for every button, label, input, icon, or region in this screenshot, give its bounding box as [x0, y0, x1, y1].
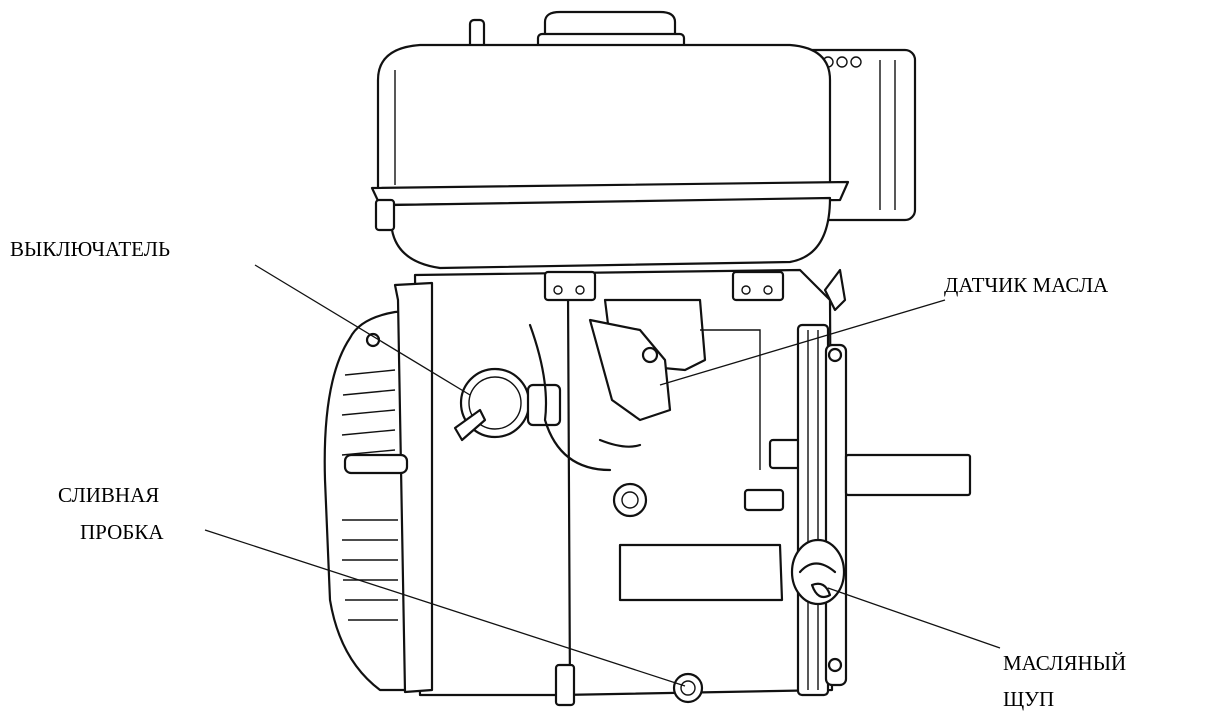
output-shaft	[844, 453, 972, 497]
fuel-cap	[536, 10, 686, 50]
leader-dipstick	[827, 587, 1001, 649]
vent-slots	[341, 369, 409, 621]
drain-plug	[554, 663, 704, 707]
label-drain-plug-line2: ПРОБКА	[80, 520, 164, 544]
ignition-switch	[453, 367, 562, 442]
label-switch: ВЫКЛЮЧАТЕЛЬ	[10, 237, 171, 261]
label-dipstick-line2: ЩУП	[1003, 687, 1055, 711]
side-plate	[796, 268, 848, 697]
tank-bracket-left	[374, 198, 396, 232]
crankcase	[413, 268, 834, 697]
label-dipstick-line1: МАСЛЯНЫЙ	[1003, 651, 1127, 675]
leader-oil-sensor	[659, 299, 946, 386]
label-drain-plug-line1: СЛИВНАЯ	[58, 483, 160, 507]
crankcase-details	[612, 329, 802, 602]
fuel-tank	[370, 43, 850, 270]
leader-lines	[204, 264, 1001, 687]
carburettor	[528, 270, 785, 472]
leader-drain-plug	[204, 529, 686, 687]
oil-dipstick	[790, 538, 846, 606]
label-oil-sensor: ДАТЧИК МАСЛА	[944, 273, 1109, 297]
recoil-starter	[323, 281, 434, 694]
leader-switch	[254, 264, 471, 396]
